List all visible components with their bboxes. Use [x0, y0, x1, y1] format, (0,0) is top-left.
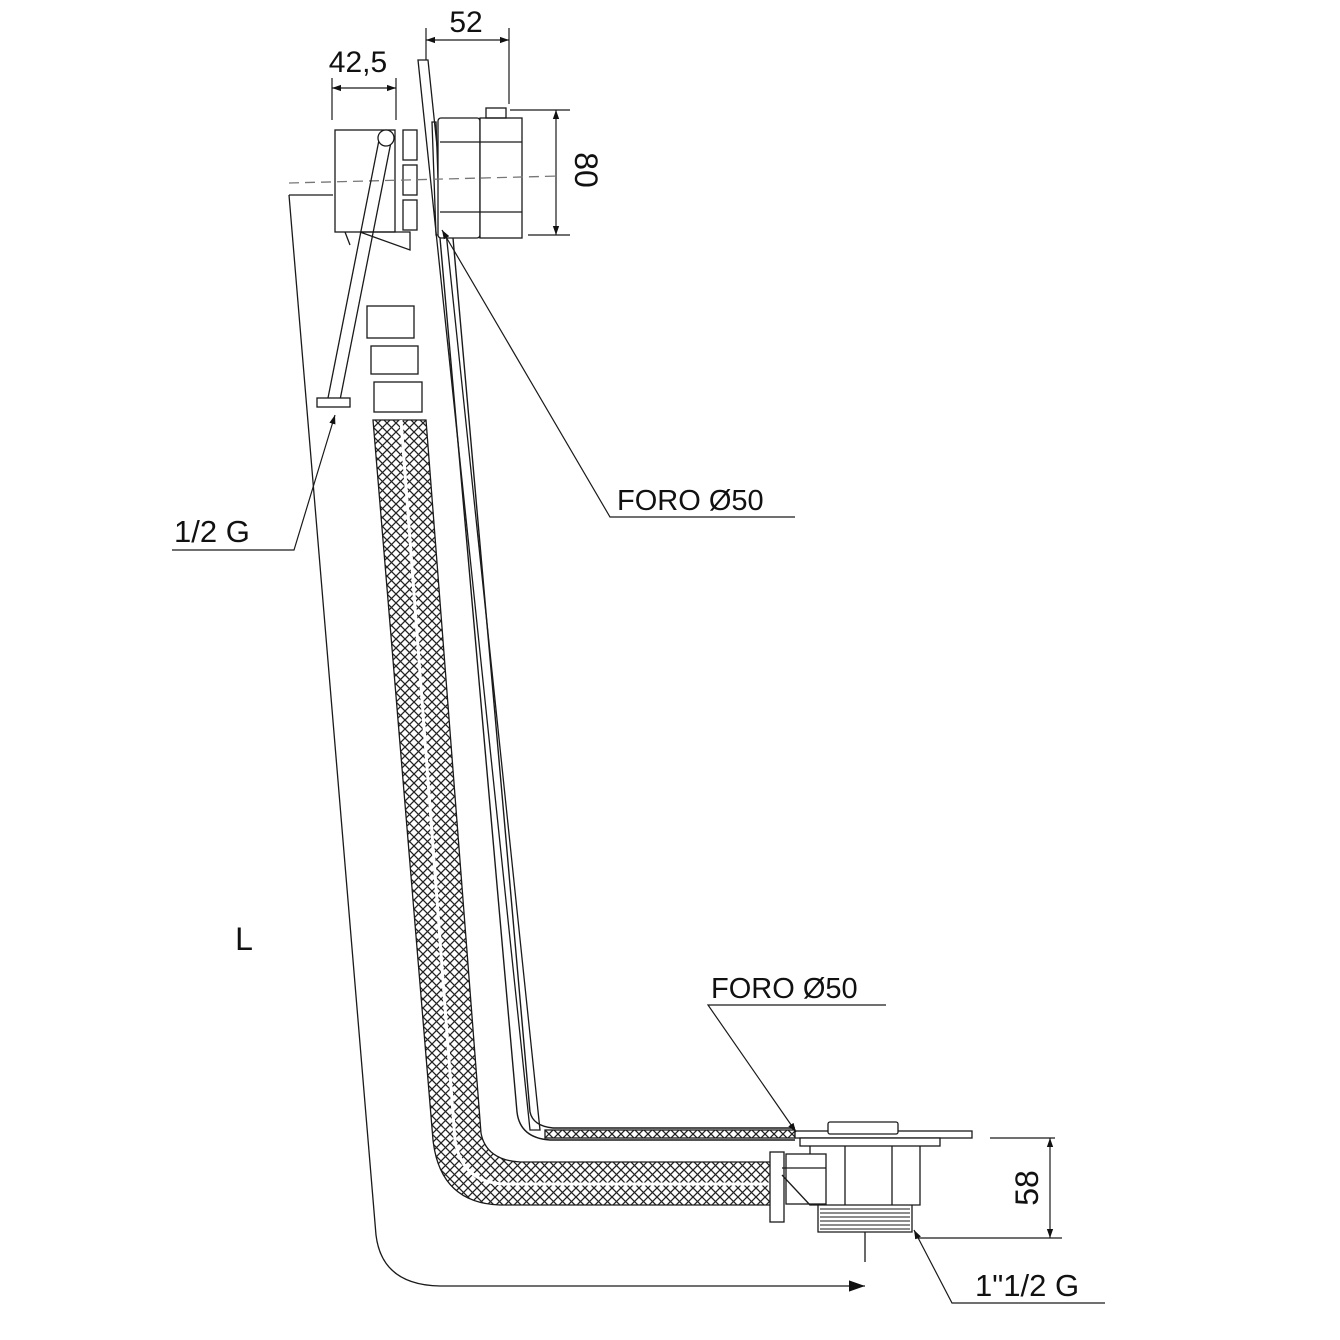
- control-rod: [316, 129, 395, 408]
- dim-80-label: 80: [568, 152, 604, 188]
- callout-outlet-thread: [913, 1229, 1105, 1304]
- flexible-hose: [366, 305, 783, 1206]
- length-outline: [288, 194, 865, 1292]
- dim-52-label: 52: [449, 6, 482, 39]
- callout-hose-thread: [172, 414, 336, 551]
- callout-waste-hole-label: FORO Ø50: [711, 973, 858, 1005]
- inner-pipe: [439, 237, 795, 1141]
- waste-body: [769, 1121, 941, 1262]
- dim-58: [915, 1138, 1062, 1239]
- callout-outlet-thread-label: 1"1/2 G: [975, 1268, 1079, 1303]
- dim-52: [425, 28, 510, 104]
- callout-hose-thread-label: 1/2 G: [174, 514, 250, 549]
- callout-waste-hole: [706, 1004, 886, 1133]
- length-label: L: [235, 921, 253, 957]
- dim-80: [510, 109, 570, 236]
- callout-overflow-hole-label: FORO Ø50: [617, 485, 764, 517]
- dim-42-5: [331, 78, 397, 120]
- dim-58-label: 58: [1009, 1170, 1045, 1206]
- dim-42-5-label: 42,5: [329, 46, 387, 79]
- bath-bottom-plate: [544, 1129, 1055, 1139]
- callout-overflow-hole: [441, 229, 795, 518]
